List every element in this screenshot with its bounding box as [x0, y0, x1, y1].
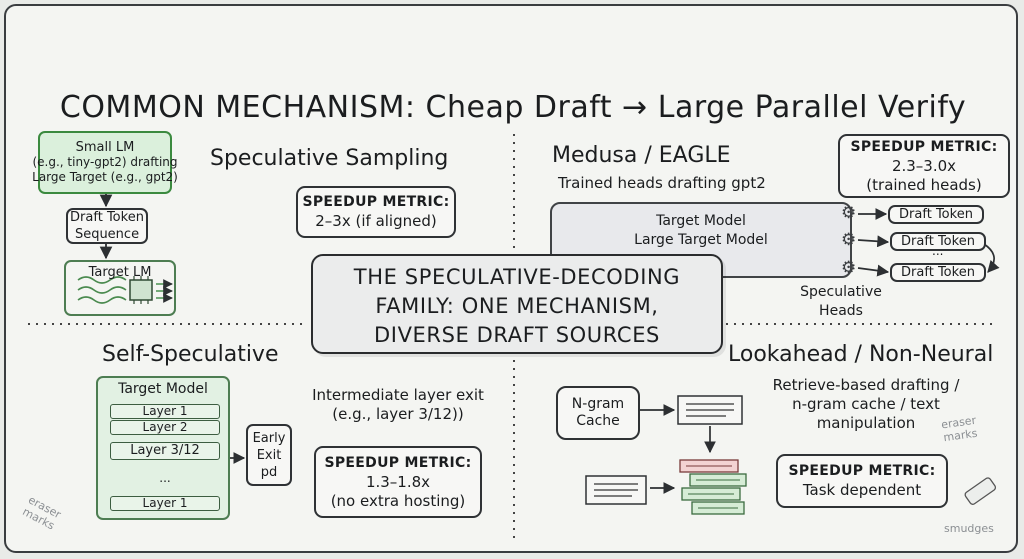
center-line-1: THE SPECULATIVE-DECODING	[353, 265, 681, 289]
gear-icon: ⚙	[841, 230, 857, 250]
metric-value: Task dependent	[802, 481, 922, 499]
layer-2: Layer 2	[110, 420, 220, 435]
medusa-subtitle: Trained heads drafting gpt2	[558, 174, 766, 192]
center-line-2: FAMILY: ONE MECHANISM,	[375, 294, 659, 318]
wave-lines	[77, 276, 127, 304]
lookahead-arrows	[640, 404, 716, 494]
doc-card-2	[585, 475, 647, 505]
layer-ellipsis: ...	[159, 471, 171, 485]
medusa-title: Medusa / EAGLE	[552, 143, 731, 168]
spec-sampling-metric: SPEEDUP METRIC: 2–3x (if aligned)	[296, 186, 456, 238]
medusa-metric: SPEEDUP METRIC: 2.3–3.0x (trained heads)	[838, 134, 1010, 198]
ngram-cache-box: N-gram Cache	[556, 386, 640, 440]
metric-label: SPEEDUP METRIC:	[850, 138, 998, 155]
draft-token-box: Draft Token	[890, 263, 986, 282]
self-spec-metric: SPEEDUP METRIC: 1.3–1.8x (no extra hosti…	[314, 446, 482, 518]
heads-line2: Heads	[819, 303, 863, 319]
token-stack	[679, 459, 747, 515]
metric-label: SPEEDUP METRIC:	[324, 454, 472, 471]
self-spec-title: Self-Speculative	[102, 342, 279, 367]
lookahead-metric: SPEEDUP METRIC: Task dependent	[776, 454, 948, 508]
spec-sampling-title: Speculative Sampling	[210, 146, 449, 171]
small-lm-box: Small LM (e.g., tiny-gpt2) drafting Larg…	[32, 131, 178, 194]
smudges-note: smudges	[944, 522, 994, 535]
desc-line-1: Intermediate layer exit	[312, 386, 484, 404]
layer-1: Layer 1	[110, 404, 220, 419]
doc-card-1	[677, 395, 743, 425]
metric-value-2: (no extra hosting)	[330, 491, 466, 510]
ellipsis: ...	[932, 244, 944, 258]
desc-line-2: (e.g., layer 3/12))	[332, 405, 464, 423]
medusa-arrows	[857, 208, 1000, 277]
target-model-desc: Large Target Model	[634, 232, 768, 248]
speculative-heads-label: Speculative Heads	[796, 283, 886, 321]
heads-line1: Speculative	[800, 284, 882, 300]
small-lm-desc2: Large Target (e.g., gpt2)	[32, 170, 178, 184]
exit-line-2: Exit	[256, 447, 282, 463]
exit-line-1: Early	[252, 430, 286, 446]
metric-label: SPEEDUP METRIC:	[788, 463, 936, 479]
draft-token-box: Draft Token	[888, 205, 984, 224]
desc-line-2: n-gram cache / text	[792, 395, 940, 413]
metric-value-2: (trained heads)	[866, 175, 982, 194]
gear-icon: ⚙	[841, 203, 857, 223]
metric-value: 2–3x (if aligned)	[315, 212, 437, 230]
small-lm-label: Small LM	[75, 140, 135, 155]
exit-line-3: pd	[260, 464, 278, 480]
cache-line-2: Cache	[576, 413, 620, 429]
diagram-board: COMMON MECHANISM: Cheap Draft → Large Pa…	[4, 4, 1018, 553]
desc-line-1: Retrieve-based drafting /	[772, 376, 960, 394]
metric-value: 2.3–3.0x	[891, 156, 957, 175]
target-model-label: Target Model	[118, 381, 208, 397]
center-card: THE SPECULATIVE-DECODING FAMILY: ONE MEC…	[311, 254, 723, 354]
target-model-label: Target Model	[656, 213, 746, 229]
center-line-3: DIVERSE DRAFT SOURCES	[374, 323, 660, 347]
target-model-stack: Target Model Layer 1 Layer 2 Layer 3/12 …	[96, 376, 230, 520]
metric-label: SPEEDUP METRIC:	[302, 194, 450, 210]
layer-exit: Layer 3/12	[110, 442, 220, 460]
draft-sequence-label: Sequence	[74, 227, 140, 242]
eraser-graphic	[964, 477, 997, 505]
desc-line-3: manipulation	[816, 414, 916, 432]
draft-token-box: Draft Token	[890, 232, 986, 251]
target-lm-label: Target LM	[88, 265, 152, 280]
main-title: COMMON MECHANISM: Cheap Draft → Large Pa…	[59, 90, 967, 125]
lookahead-desc: Retrieve-based drafting / n-gram cache /…	[752, 376, 980, 433]
early-exit-box: Early Exit pd	[246, 424, 292, 486]
gear-icon: ⚙	[841, 258, 857, 278]
draft-token-label: Draft Token	[70, 210, 144, 225]
quadrant-divider	[28, 134, 996, 538]
self-spec-desc: Intermediate layer exit (e.g., layer 3/1…	[298, 386, 498, 424]
small-lm-desc: (e.g., tiny-gpt2) drafting	[32, 155, 178, 169]
metric-value: 1.3–1.8x	[365, 472, 431, 491]
layer-last: Layer 1	[110, 496, 220, 511]
draft-token-seq-box: Draft Token Sequence	[66, 208, 148, 244]
lookahead-title: Lookahead / Non-Neural	[728, 342, 994, 367]
cache-line-1: N-gram	[571, 396, 625, 412]
eraser-marks-note: eraser marks	[940, 414, 978, 445]
target-lm-box: Target LM	[64, 260, 176, 316]
connector-layer	[28, 134, 1000, 538]
